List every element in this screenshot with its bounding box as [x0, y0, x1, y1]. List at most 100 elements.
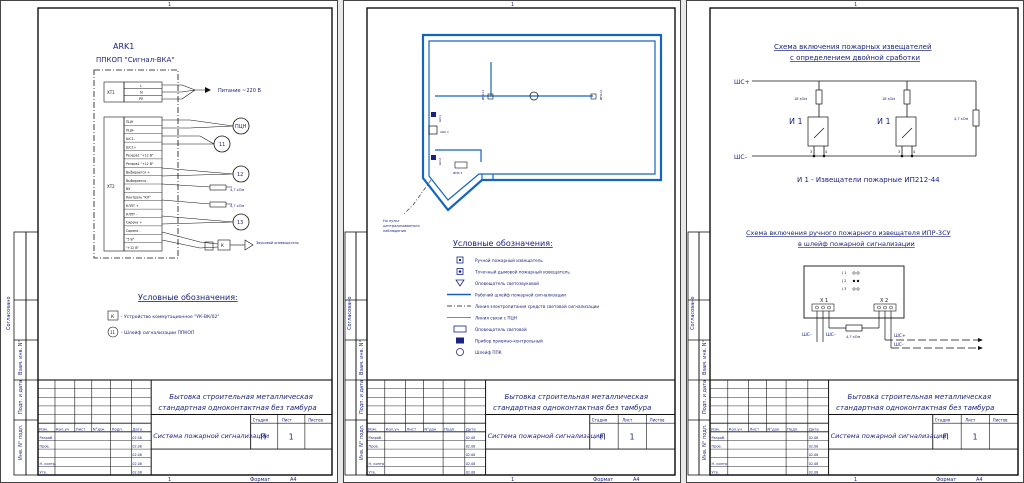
xt2-pin-label: ШС1- [126, 137, 135, 141]
title-sheet-value: 1 [973, 433, 978, 442]
speaker-icon [244, 239, 254, 251]
title-stage-value: П [943, 433, 949, 442]
sheet-panel-1: Согласовано Взам. инв. N° Подп. и дата И… [0, 0, 338, 483]
sheet-marker-top-2: 1 [511, 2, 514, 8]
sheet-marker-bottom-3: 1 [854, 477, 857, 483]
smoke-detector-icon-1 [487, 93, 494, 100]
scheme2-title-2: в шлейф пожарной сигнализации [798, 240, 915, 248]
title-date-code: 02.08 [132, 471, 141, 475]
xt2-pin-label: Контроль "КЛ" [126, 196, 151, 200]
title-col-header: Подп. [444, 426, 456, 431]
title-row-label: Пров. [369, 445, 379, 449]
title-sheet-label: Лист [282, 418, 293, 423]
legend-box-code: К [111, 314, 115, 320]
title-main-line2: стандартная одноконтактная без тамбура [158, 404, 316, 412]
title-col-header: Изм. [368, 426, 377, 431]
title-date-code: 02.08 [132, 445, 141, 449]
side-label-inv: Инв. N° подл. [18, 424, 24, 460]
sheet-panel-2: Согласовано Взам. инв. N° Подп. и дата И… [343, 0, 681, 483]
title-row-label: Н. контр. [40, 462, 57, 466]
xt1-pin-n: N [140, 91, 143, 95]
xt2-pin-label: КЛПТ + [126, 204, 139, 208]
label-ipr: ИПР-3 [453, 171, 462, 175]
resistor-label-1: 4,7 кОм [230, 188, 245, 192]
title-sheets-label: Листов [308, 418, 324, 423]
title-date-code: 02.08 [132, 462, 141, 466]
title-row-label: Пров. [40, 445, 50, 449]
legend-item: Линия электропитания средств световой си… [475, 304, 599, 309]
pin-3a: 3 [810, 150, 812, 154]
manual-call-point-icon [431, 112, 436, 117]
xt2-pin-label: "+12 В" [126, 246, 139, 250]
device-subtitle: ППКОП "Сигнал-ВКА" [96, 56, 174, 64]
resistor-label-2: 4,7 кОм [230, 204, 245, 208]
shs-minus-label: ШС- [734, 154, 747, 161]
i1-label-2: И 1 [877, 117, 891, 126]
xt2-pin-label: Выбирается - [126, 179, 148, 183]
sheet-marker-top-3: 1 [854, 2, 857, 8]
device-title: ARK1 [113, 42, 134, 51]
title-date-code: 02.08 [466, 436, 475, 440]
title-date-code: 02.08 [809, 445, 818, 449]
title-row-label: Утв. [369, 471, 376, 475]
scheme1-wiring [752, 80, 980, 158]
label-hs2: ШС2 [438, 158, 442, 165]
side-label-agreed: Согласовано [6, 296, 12, 330]
scheme1-caption: И 1 - Извещатели пожарные ИП212-44 [797, 176, 940, 184]
pin-4b: 4 [913, 150, 916, 154]
title-col-header: Изм. [711, 426, 720, 431]
title-col-header: Лист [407, 426, 417, 431]
pin-3b: 3 [898, 150, 900, 154]
side-label-agreed-2: Согласовано [347, 296, 353, 330]
format-value: А4 [290, 477, 297, 483]
jumper-pins [852, 271, 860, 291]
legend-item-1: - Устройство коммутационное "УК-ВК/02" [121, 313, 219, 320]
r-label-1: 18 кОм [794, 97, 807, 101]
ppk-device-icon [428, 125, 438, 135]
device-outline [93, 69, 179, 259]
legend-circle-code: 11 [110, 330, 116, 335]
xt2-pin-label: Резерв1 "+12 В" [126, 154, 154, 158]
smoke-detector-icon-2 [590, 93, 597, 100]
legend-item: Оповещатель светозвуковой [475, 281, 539, 286]
note-line-1: На пульт [383, 219, 400, 223]
sheet-marker-bottom: 1 [168, 477, 171, 483]
xt1-pin-l: L [140, 84, 142, 88]
format-value-2: А4 [633, 477, 640, 483]
legend-item: Линия связи с ПЦН [475, 316, 517, 321]
out-minus-label: ШС- [894, 342, 904, 348]
title-date-code: 02.08 [809, 462, 818, 466]
title-main-line1: Бытовка строительная металлическая [505, 393, 649, 401]
xt2-pin-label: "5 В" [126, 237, 135, 241]
side-label-sign-3: Подп. и дата [702, 380, 708, 414]
sheet-drawing-2: Согласовано Взам. инв. N° Подп. и дата И… [343, 0, 681, 483]
title-row-label: Разраб. [712, 436, 726, 440]
out-plus-label: ШС+ [894, 333, 906, 339]
format-label-3: Формат [936, 477, 956, 483]
ipr-housing [803, 265, 905, 319]
title-col-header: N°док [93, 426, 106, 431]
title-col-header: N°док [767, 426, 780, 431]
format-label-2: Формат [593, 477, 613, 483]
k-box-label: К [221, 243, 224, 248]
xt2-pin-label: Сирена - [126, 229, 140, 233]
title-system-name: Система пожарной сигнализации [488, 432, 604, 440]
side-label-inv-3: Инв. N° подл. [702, 424, 708, 460]
floor-plan [402, 33, 663, 216]
title-row-label: Утв. [712, 471, 719, 475]
side-label-sign: Подп. и дата [18, 380, 24, 414]
title-main-line2: стандартная одноконтактная без тамбура [836, 404, 994, 412]
title-date-code: 02.08 [809, 453, 818, 457]
legend-item: Шлейф ППК [475, 350, 502, 355]
sheet-marker-top: 1 [168, 2, 171, 8]
legend-title-2: Условные обозначения: [453, 239, 553, 248]
format-label: Формат [250, 477, 270, 483]
xt2-pin-label: КЛПТ - [126, 212, 137, 216]
title-stage-value: П [260, 433, 266, 442]
side-label-replace-3: Взам. инв. N° [702, 340, 708, 375]
title-row-label: Разраб. [40, 436, 54, 440]
x2-label: Х 2 [880, 298, 888, 304]
